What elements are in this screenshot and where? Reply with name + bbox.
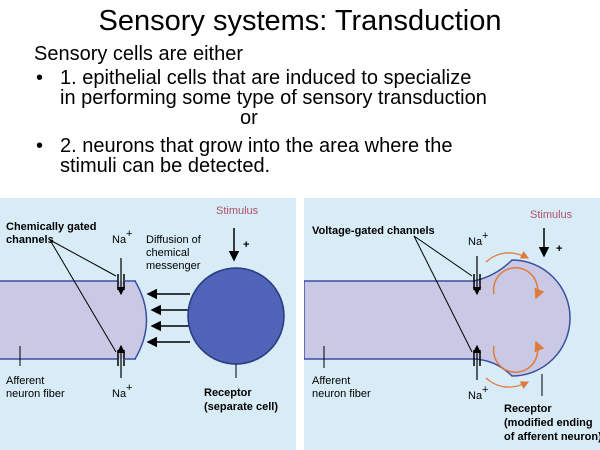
bullet-1-line-2: in performing some type of sensory trans… [60,87,487,109]
na-bottom-label: Na [468,390,483,402]
right-diagram: Voltage-gated channels Na + Stimulus + A… [304,198,600,450]
bullet-item-2: • 2. neurons that grow into the area whe… [34,136,594,176]
bullet-item-1: • 1. epithelial cells that are induced t… [34,68,594,128]
na-bottom-superscript: + [482,384,488,396]
bullet-2-line-2: stimuli can be detected. [60,155,271,177]
current-arrow-top [492,267,545,300]
diffusion-label-1: Diffusion of [146,234,202,246]
voltage-gated-diagram: Voltage-gated channels Na + Stimulus + A… [304,209,600,443]
left-diagram: Chemically gated channels Na + Diffusion… [0,198,296,450]
na-top-superscript: + [482,230,488,242]
na-top-label: Na [468,236,483,248]
receptor-label-3: of afferent neuron) [504,431,600,443]
afferent-label-1: Afferent [6,375,44,387]
na-bottom-label: Na [112,388,127,400]
slide-title: Sensory systems: Transduction [98,5,502,37]
chemically-gated-label-2: channels [6,234,54,246]
diffusion-label-2: chemical [146,247,189,259]
bullet-1-line-1: 1. epithelial cells that are induced to … [60,67,472,89]
receptor-label-1: Receptor [504,403,552,415]
stimulus-plus: + [243,239,249,251]
na-top-label: Na [112,234,127,246]
fiber-end-curve [134,280,148,360]
slide-subtitle: Sensory cells are either [34,43,243,65]
afferent-label-1: Afferent [312,375,350,387]
voltage-gated-label: Voltage-gated channels [312,225,435,237]
bullet-list: • 1. epithelial cells that are induced t… [34,68,594,176]
afferent-label-2: neuron fiber [6,388,65,400]
receptor-label-2: (separate cell) [204,401,278,413]
stimulus-label: Stimulus [216,205,259,217]
afferent-ending [304,259,571,377]
diffusion-label-3: messenger [146,260,201,272]
na-bottom-superscript: + [126,382,132,394]
receptor-label-1: Receptor [204,387,252,399]
na-top-superscript: + [126,228,132,240]
current-arrow-bottom [492,340,545,373]
stimulus-plus: + [556,243,562,255]
bullet-dot-icon: • [36,135,44,157]
stimulus-label: Stimulus [530,209,573,221]
receptor-cell [187,267,285,365]
receptor-label-2: (modified ending [504,417,593,429]
afferent-label-2: neuron fiber [312,388,371,400]
chemically-gated-diagram: Chemically gated channels Na + Diffusion… [0,205,285,413]
bullet-2-line-1: 2. neurons that grow into the area where… [60,135,453,157]
bullet-1-or: or [240,107,258,129]
chemically-gated-label-1: Chemically gated [6,221,96,233]
bullet-dot-icon: • [36,67,44,89]
